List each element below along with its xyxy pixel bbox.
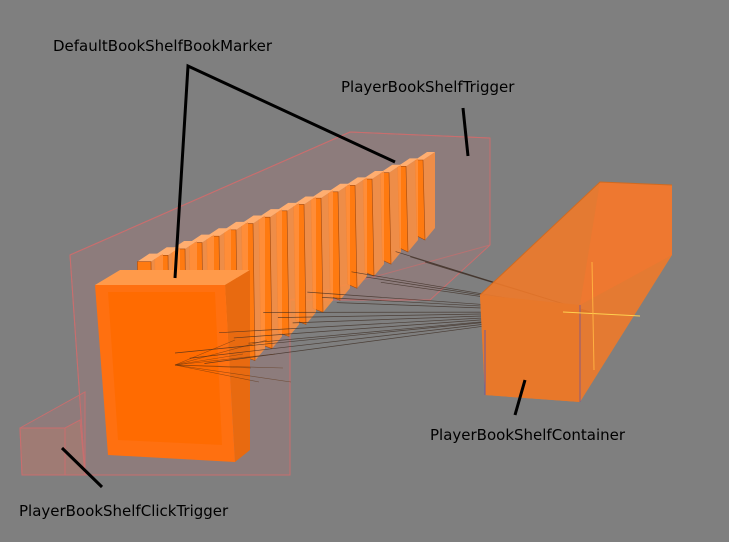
label-pointer-lines xyxy=(60,63,527,489)
raycast-line xyxy=(174,364,292,383)
book-marker xyxy=(414,152,435,241)
raycast-line xyxy=(174,364,260,383)
label-player-bookshelf-trigger: PlayerBookShelfTrigger xyxy=(341,78,515,96)
front-book-marker xyxy=(95,270,250,462)
raycast-line xyxy=(174,353,244,366)
raycast-line xyxy=(174,339,268,366)
raycast-line xyxy=(174,353,276,366)
player-bookshelf-container-volume xyxy=(479,181,673,402)
label-player-bookshelf-click-trigger: PlayerBookShelfClickTrigger xyxy=(19,502,229,520)
raycast-line xyxy=(174,339,236,366)
raycast-line xyxy=(174,364,284,369)
label-default-bookshelf-book-marker: DefaultBookShelfBookMarker xyxy=(53,37,273,55)
label-player-bookshelf-container: PlayerBookShelfContainer xyxy=(430,426,626,444)
